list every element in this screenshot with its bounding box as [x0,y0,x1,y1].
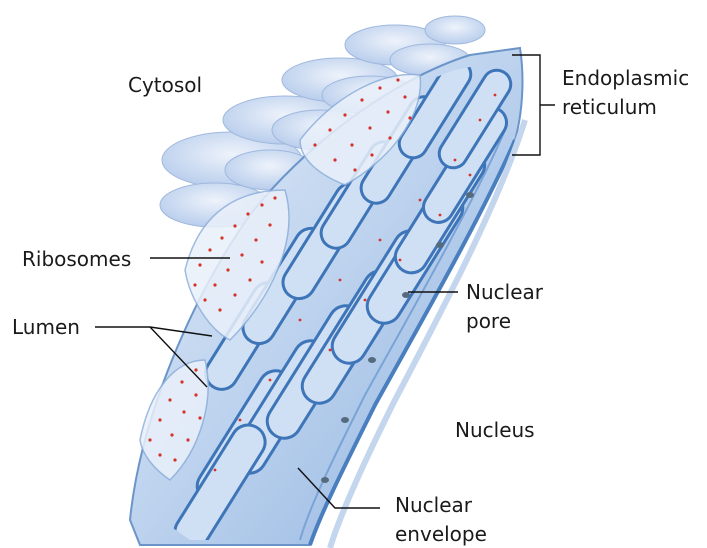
nucleus-label: Nucleus [455,418,535,442]
ribosomes-label: Ribosomes [22,247,131,271]
lumen-label: Lumen [12,315,80,339]
er-label-line1: Endoplasmic [562,66,689,90]
cytosol-label: Cytosol [128,73,202,97]
nuclear-pore-label-line1: Nuclear [466,280,544,304]
nuclear-pore-label-line2: pore [466,309,511,333]
nuclear-envelope-label-line1: Nuclear [395,493,473,517]
nuclear-envelope-label-line2: envelope [395,522,487,546]
er-label-line2: reticulum [562,95,657,119]
